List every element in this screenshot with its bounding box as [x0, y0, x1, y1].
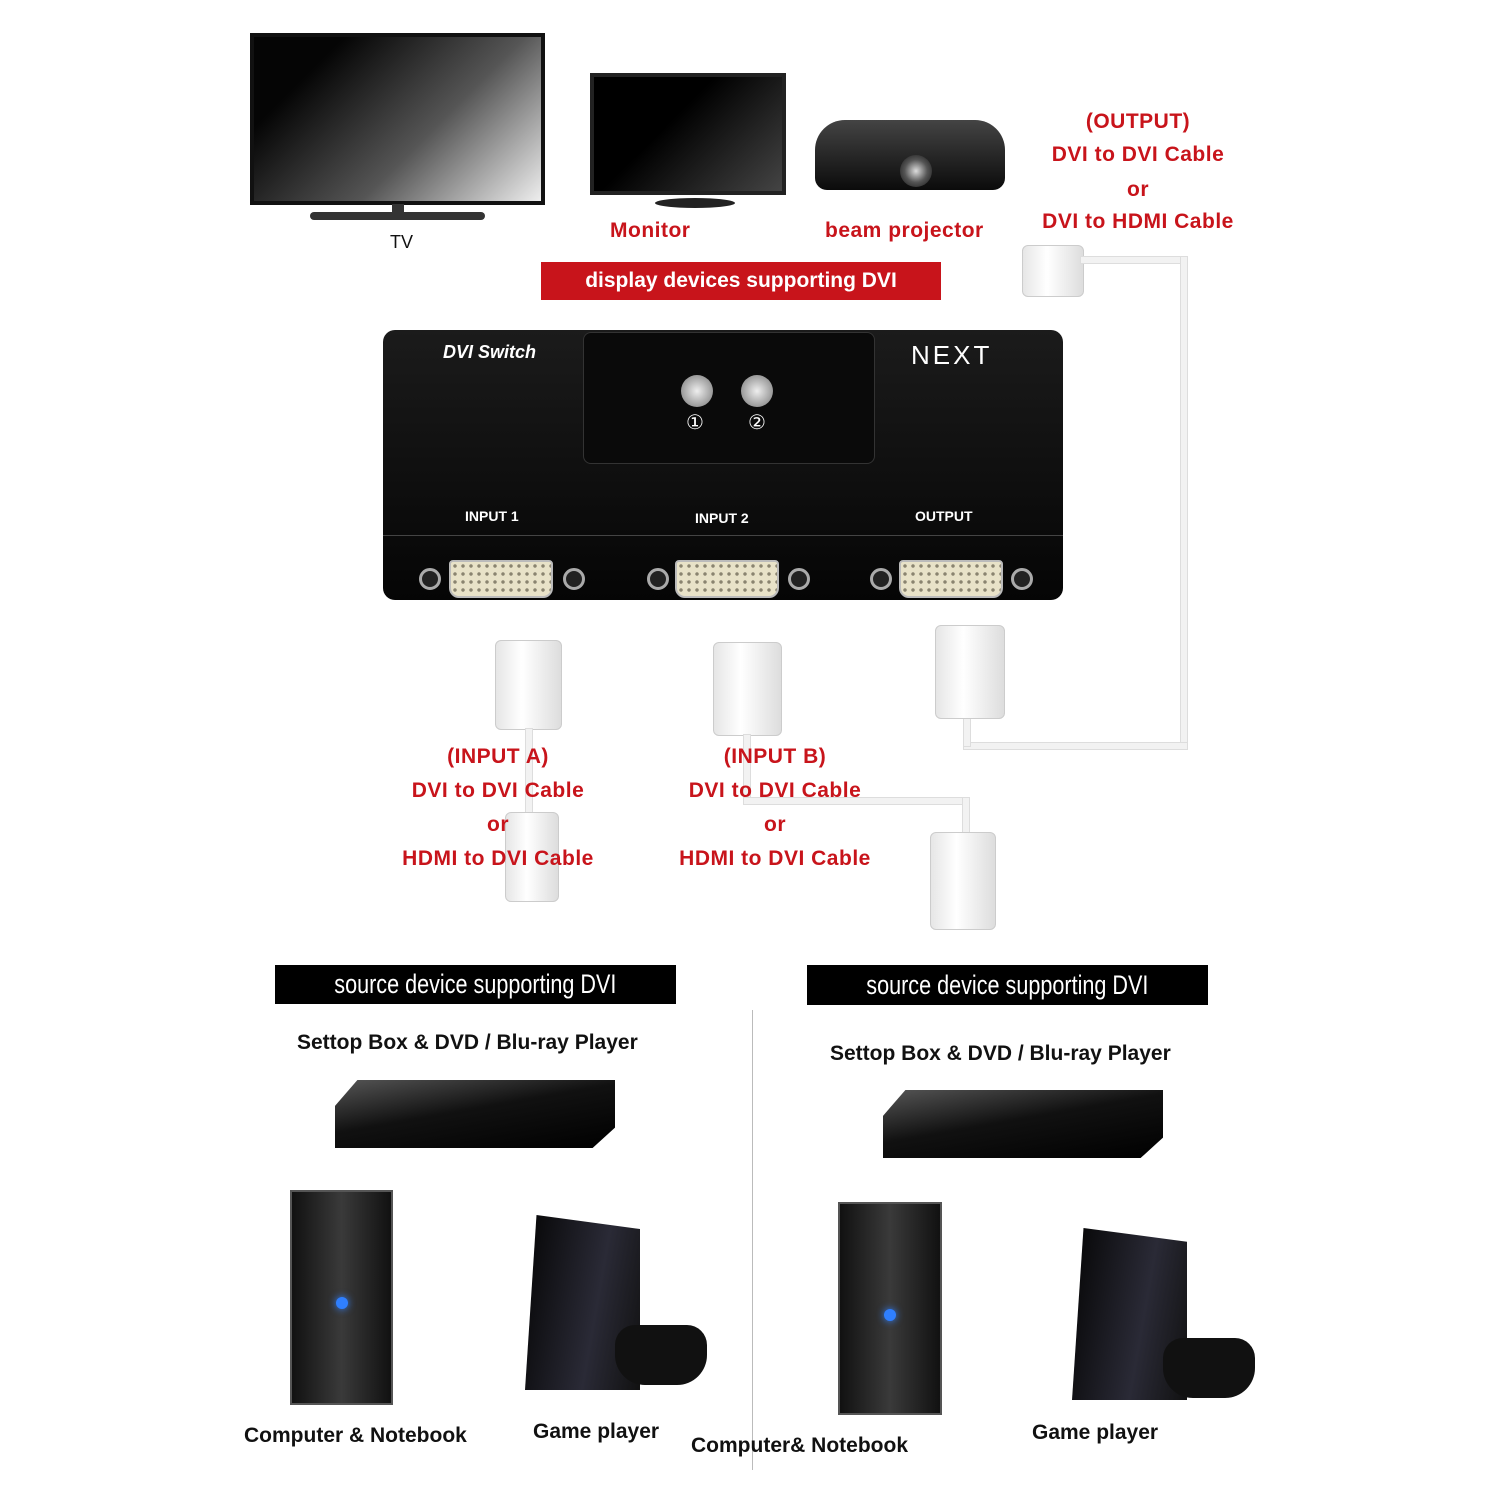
switch-name: DVI Switch [443, 342, 537, 362]
output-port-label: OUTPUT [915, 508, 973, 524]
screw-icon [647, 568, 669, 590]
input-a-line1: DVI to DVI Cable [411, 779, 585, 802]
computer-label-a: Computer & Notebook [244, 1424, 467, 1447]
output-cable [963, 742, 1188, 750]
input1-button[interactable] [681, 375, 713, 407]
controller-icon-a [615, 1325, 707, 1385]
output-connector [935, 625, 1005, 719]
input-b-source-connector [930, 832, 996, 930]
input-b-or: or [764, 813, 786, 836]
output-cable-or: or [1127, 178, 1149, 201]
input-b-connector [713, 642, 782, 736]
output-cable-line2: DVI to HDMI Cable [1042, 210, 1234, 233]
brand-logo: NEXT [911, 340, 993, 370]
game-label-b: Game player [1032, 1421, 1159, 1444]
output-cable [963, 715, 971, 747]
dvi-switch-body: DVI Switch NEXT ① ② INPUT 1 INPUT 2 OUTP… [383, 330, 1063, 600]
power-led-icon [336, 1297, 348, 1309]
projector-label: beam projector [825, 219, 984, 242]
screw-icon [1011, 568, 1033, 590]
input-b-title: (INPUT B) [723, 745, 827, 768]
output-cable-top-connector [1022, 245, 1084, 297]
input1-port-label: INPUT 1 [465, 508, 519, 524]
input-a-or: or [487, 813, 509, 836]
screw-icon [870, 568, 892, 590]
button1-label: ① [686, 412, 704, 434]
input2-port-label: INPUT 2 [695, 510, 749, 526]
output-port [899, 560, 1003, 598]
tv-label: TV [390, 232, 414, 252]
settop-box-image-b [883, 1090, 1163, 1158]
pc-tower-image-a [290, 1190, 393, 1405]
display-devices-banner: display devices supporting DVI [541, 262, 941, 300]
source-banner-a-text: source device supporting DVI [334, 969, 617, 999]
settop-label-a: Settop Box & DVD / Blu-ray Player [297, 1031, 638, 1054]
monitor-label: Monitor [610, 219, 691, 242]
input-a-line2: HDMI to DVI Cable [402, 847, 594, 870]
switch-button-panel [583, 332, 875, 464]
output-cable [1180, 256, 1188, 750]
source-banner-b: source device supporting DVI [807, 965, 1208, 1005]
monitor-image [590, 73, 786, 195]
output-cable [1080, 256, 1187, 264]
controller-icon-b [1163, 1338, 1255, 1398]
computer-label-b: Computer& Notebook [691, 1434, 908, 1457]
projector-lens [900, 155, 932, 187]
input-a-title: (INPUT A) [447, 745, 549, 768]
input-a-source-connector [505, 812, 559, 902]
divider [752, 1010, 753, 1470]
input2-port [675, 560, 779, 598]
input-a-connector [495, 640, 562, 730]
input-b-line1: DVI to DVI Cable [688, 779, 862, 802]
input2-button[interactable] [741, 375, 773, 407]
tv-neck [392, 204, 404, 214]
screw-icon [419, 568, 441, 590]
screw-icon [788, 568, 810, 590]
source-banner-a: source device supporting DVI [275, 965, 676, 1004]
screw-icon [563, 568, 585, 590]
tv-image [250, 33, 545, 205]
switch-front-edge [383, 535, 1063, 536]
source-banner-b-text: source device supporting DVI [866, 969, 1149, 1000]
settop-box-image-a [335, 1080, 615, 1148]
settop-label-b: Settop Box & DVD / Blu-ray Player [830, 1042, 1171, 1065]
tv-stand [310, 212, 485, 220]
button2-label: ② [748, 412, 766, 434]
game-label-a: Game player [533, 1420, 660, 1443]
pc-tower-image-b [838, 1202, 942, 1415]
output-cable-line1: DVI to DVI Cable [1051, 143, 1225, 166]
power-led-icon [884, 1309, 896, 1321]
input-b-line2: HDMI to DVI Cable [679, 847, 871, 870]
input1-port [449, 560, 553, 598]
monitor-stand [655, 198, 735, 208]
input-a-cable [525, 728, 533, 820]
output-cable-title: (OUTPUT) [1085, 110, 1191, 133]
